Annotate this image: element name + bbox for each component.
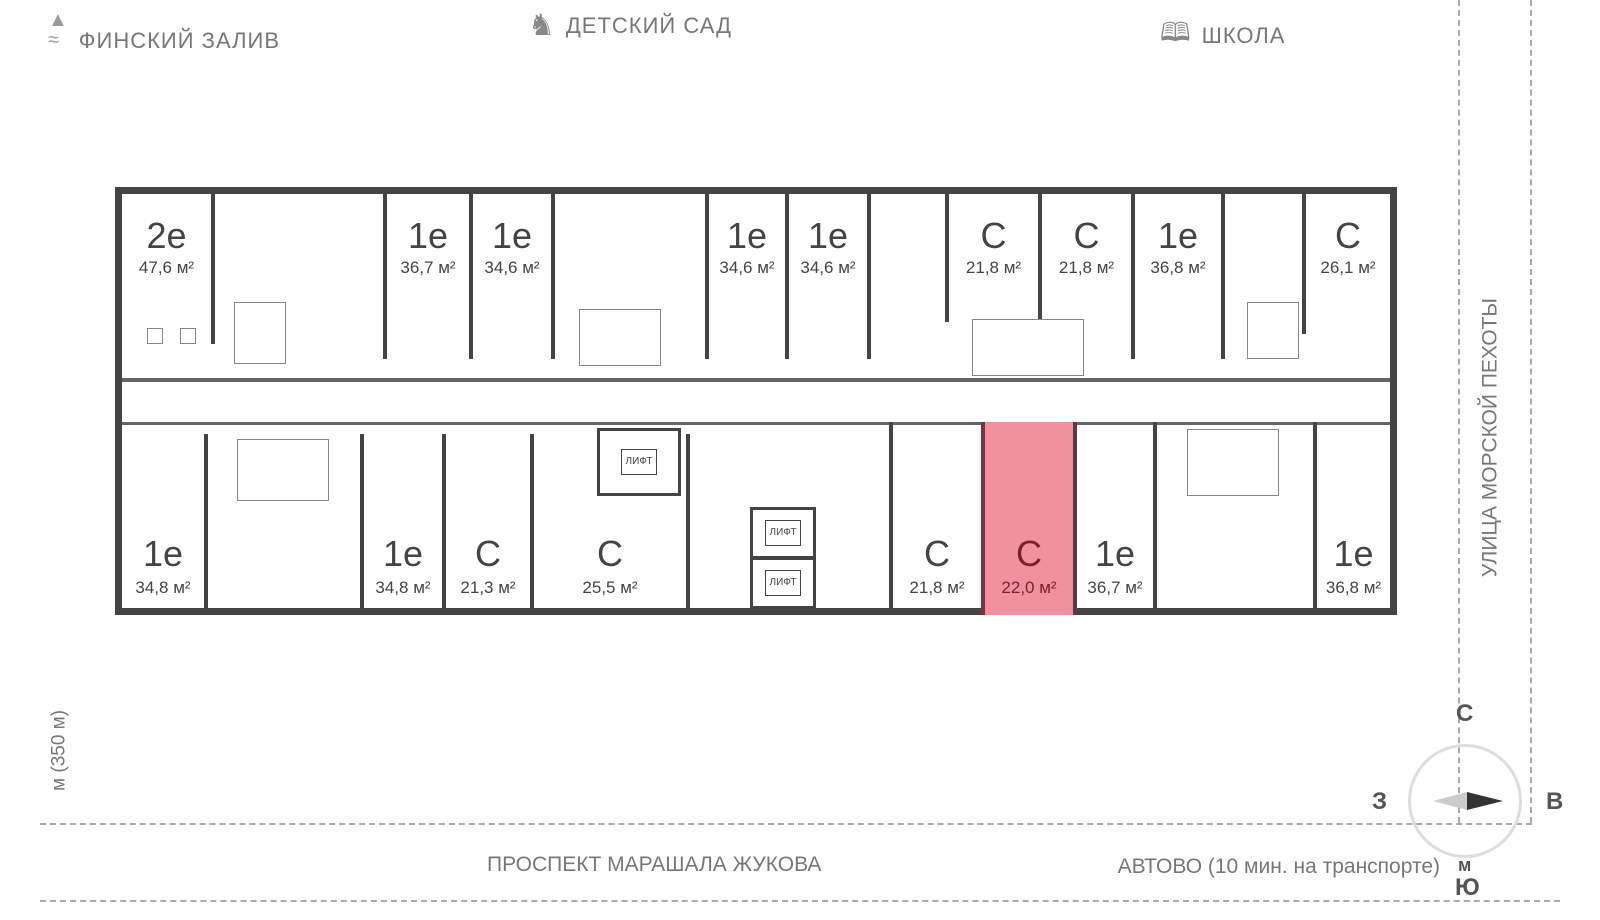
boundary-line (1458, 0, 1460, 823)
metro-label: АВТОВО (10 мин. на транспорте) (1117, 855, 1440, 878)
sink-icon (180, 328, 196, 344)
lift: ЛИФТ (597, 428, 681, 496)
lift: ЛИФТ (750, 557, 816, 609)
rocking-horse-icon: ♞ (528, 9, 556, 42)
compass-south: Ю (1455, 874, 1480, 901)
boundary-line (1530, 0, 1532, 823)
compass-north: С (1456, 700, 1474, 727)
metro-distance: м (350 м) (48, 709, 70, 791)
bathroom-block (237, 439, 329, 501)
boundary-line (40, 900, 1560, 902)
metro-icon: м (1458, 855, 1472, 875)
road-label-south: ПРОСПЕКТ МАРАШАЛА ЖУКОВА (487, 853, 822, 876)
compass (1408, 744, 1522, 858)
landmark-kindergarten: ♞ ДЕТСКИЙ САД (528, 9, 733, 42)
bathroom-block (1187, 429, 1279, 496)
corridor-wall (122, 422, 1390, 425)
book-icon: 🕮 (1160, 17, 1192, 47)
bathroom-block (1247, 302, 1299, 359)
road-label-east: УЛИЦА МОРСКОЙ ПЕХОТЫ (1478, 298, 1502, 578)
bathroom-block (972, 319, 1084, 376)
bathroom-block (579, 309, 661, 366)
landmark-gulf: ▲≈ ФИНСКИЙ ЗАЛИВ (48, 9, 281, 53)
lift: ЛИФТ (750, 507, 816, 559)
bathroom-block (234, 302, 286, 364)
compass-east: В (1546, 788, 1564, 815)
compass-west: З (1372, 788, 1388, 815)
boundary-line (40, 823, 1532, 825)
corridor-wall (122, 378, 1390, 382)
stove-icon (147, 328, 163, 344)
waves-icon: ▲≈ (48, 9, 69, 51)
compass-arrow-icon (1433, 792, 1503, 810)
landmark-school: 🕮 ШКОЛА (1160, 14, 1285, 58)
